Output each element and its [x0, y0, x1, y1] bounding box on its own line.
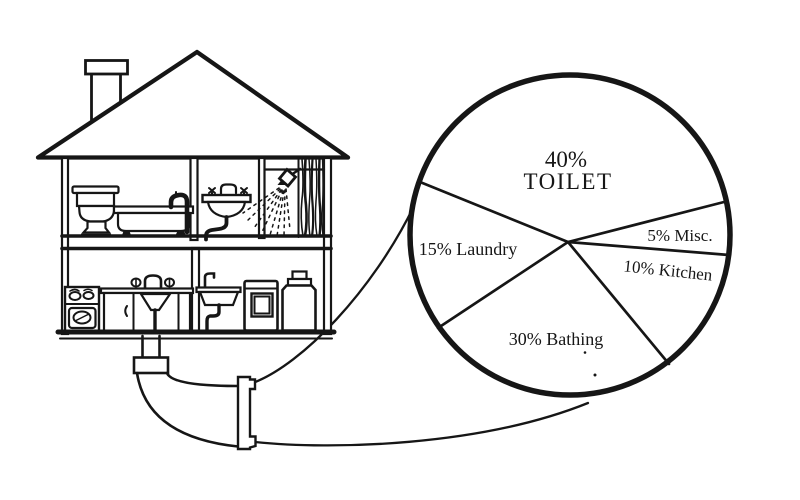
shower-icon [242, 156, 326, 240]
sink-trap [204, 215, 229, 242]
shower-spray [242, 187, 291, 237]
bathtub-icon [112, 191, 195, 236]
bathroom-sink-icon [201, 183, 252, 242]
funnel-lines-icon [252, 204, 590, 447]
drain-pipe-icon [132, 334, 257, 451]
boundary-kitchen-bathing [566, 240, 671, 366]
pipe-hub [132, 356, 170, 375]
pie-label-bathing: 30% Bathing [509, 329, 604, 349]
shower-curtain-icon [300, 157, 324, 238]
water-heater-icon [281, 270, 317, 332]
kitchen-sink-icon [99, 274, 195, 334]
house-cutaway-icon [35, 49, 351, 340]
pie-circle [407, 72, 733, 398]
washing-machine-icon [243, 279, 279, 332]
ink-speck [583, 351, 587, 354]
right-wall [322, 156, 333, 336]
shower-wall [257, 156, 266, 240]
ink-speck [593, 373, 597, 377]
upper-divider-wall [189, 156, 199, 242]
pie-label-laundry: 15% Laundry [419, 239, 517, 259]
boundary-misc-kitchen [566, 240, 731, 257]
funnel-top-curve [252, 204, 416, 384]
pie-chart: 40% TOILET 15% Laundry 5% Misc. 10% Kitc… [407, 72, 733, 398]
funnel-bottom-curve [253, 401, 590, 447]
elbow-outer [135, 371, 240, 448]
boundary-bathing-laundry [436, 240, 570, 330]
boundary-laundry-toilet [418, 180, 570, 244]
utility-sink-icon [195, 272, 242, 333]
stove-icon [63, 285, 101, 333]
pie-label-toilet-pct: 40% [545, 147, 587, 172]
shower-head-icon [277, 167, 302, 189]
toilet-icon [71, 185, 120, 237]
pie-label-misc: 5% Misc. [647, 226, 712, 245]
pie-label-toilet-name: TOILET [523, 169, 612, 194]
elbow-inner [165, 371, 240, 388]
pie-slice-lines [418, 180, 731, 366]
sewer-pipe-flange-icon [236, 375, 257, 451]
tub-faucet [168, 192, 190, 235]
boundary-toilet-misc [566, 200, 726, 244]
